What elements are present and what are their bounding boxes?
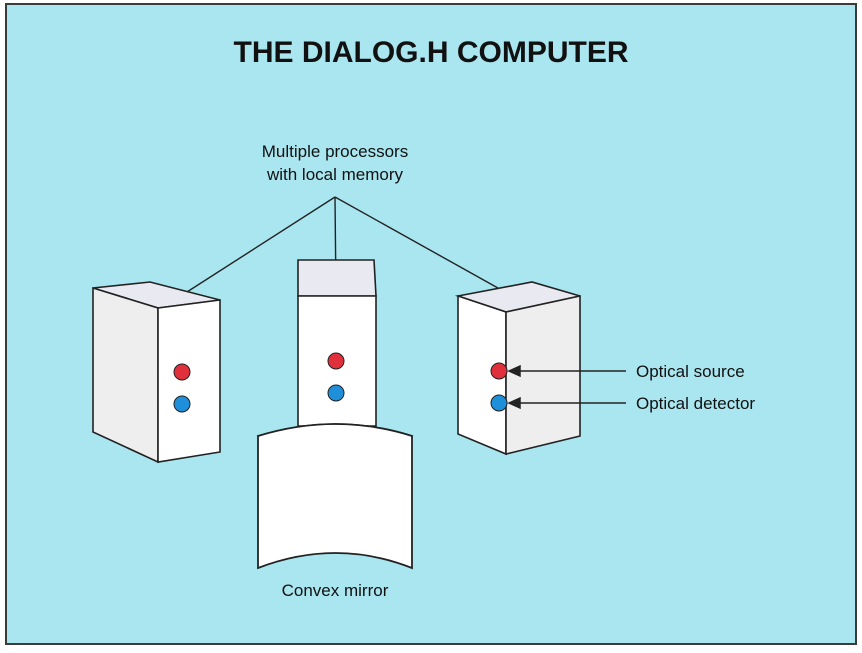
optical-detector-led-right <box>490 394 508 412</box>
processor-box-left <box>92 281 221 464</box>
processor-box-right <box>454 281 581 456</box>
optical-detector-led-left <box>173 395 191 413</box>
convex-mirror-label: Convex mirror <box>282 581 389 600</box>
convex-mirror-face <box>257 423 413 570</box>
optical-detector-led-center <box>327 384 345 402</box>
optical-source-label: Optical source <box>636 362 745 381</box>
processor-center-top <box>297 259 377 297</box>
processors-caption-line1: Multiple processors <box>262 142 408 161</box>
callout-arrows <box>507 364 626 410</box>
optical-source-led-right <box>490 362 508 380</box>
processor-left-front <box>157 299 221 463</box>
processors-caption-line2: with local memory <box>266 165 404 184</box>
processor-left-side <box>92 286 159 464</box>
optical-source-led-left <box>173 363 191 381</box>
optical-source-led-center <box>327 352 345 370</box>
processor-box-center <box>297 259 377 427</box>
optical-detector-label: Optical detector <box>636 394 755 413</box>
diagram-title: THE DIALOG.H COMPUTER <box>234 36 629 69</box>
convex-mirror <box>256 423 414 570</box>
